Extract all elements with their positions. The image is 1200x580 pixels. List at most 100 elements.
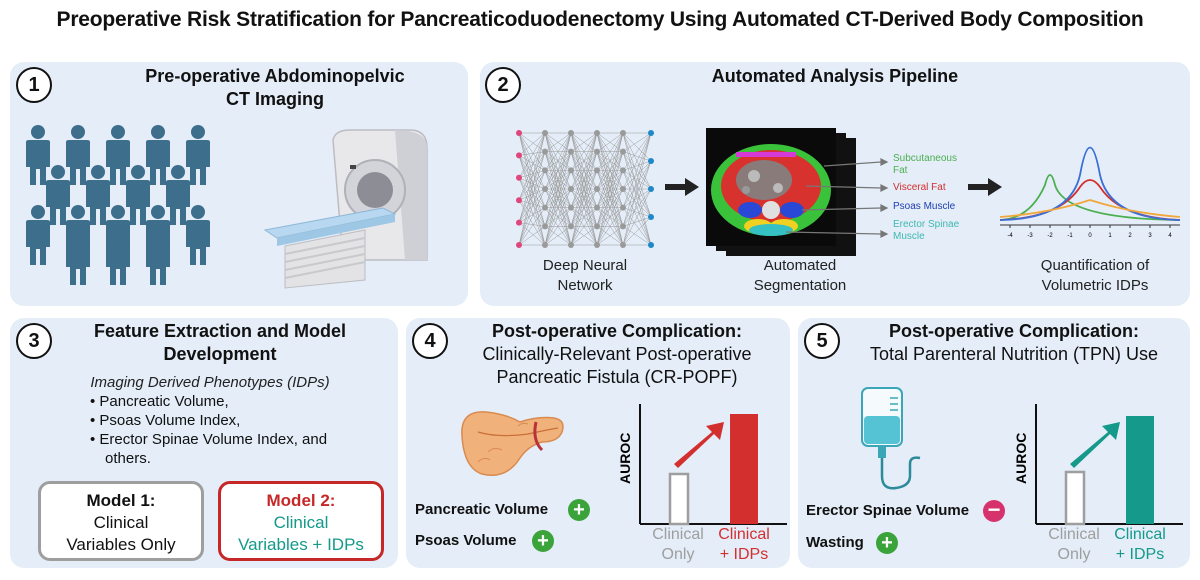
nn-node — [620, 242, 626, 248]
nn-node — [568, 167, 574, 174]
y-axis-label: AUROC — [1013, 433, 1029, 484]
bar2-label-line1: Clinical — [718, 526, 770, 543]
label-subcutaneous-fat-line2: Fat — [893, 165, 908, 176]
nn-node — [620, 148, 626, 155]
bar1-label-line1: Clinical — [652, 526, 704, 543]
patient-group-icon — [26, 125, 210, 285]
bullet-item: • Psoas Volume Index, — [90, 412, 241, 429]
bullet-item: • Erector Spinae Volume Index, and — [90, 431, 328, 448]
plus-icon: + — [568, 499, 590, 521]
pancreas-icon — [461, 411, 564, 476]
step-number-3: 3 — [16, 323, 52, 359]
step-number-5: 5 — [804, 323, 840, 359]
model-2-line2: Clinical — [273, 513, 329, 532]
nn-node — [516, 197, 522, 204]
model-1-title: Model 1: — [86, 491, 156, 510]
panel4-subtitle-line2: Pancreatic Fistula (CR-POPF) — [496, 367, 738, 387]
nn-node — [594, 204, 600, 211]
label-visceral-fat: Visceral Fat — [893, 182, 946, 193]
plus-icon: + — [532, 530, 554, 552]
ct-scanner-icon — [263, 129, 428, 289]
nn-node — [516, 174, 522, 181]
model-2-box: Model 2: Clinical Variables + IDPs — [218, 481, 384, 561]
y-axis-label: AUROC — [617, 433, 633, 484]
nn-node — [648, 158, 654, 164]
feature-psoas-volume: Psoas Volume — [415, 532, 517, 549]
bar2-label-line2: + IDPs — [1115, 546, 1165, 563]
nn-node — [516, 130, 522, 136]
nn-node — [542, 148, 548, 155]
model-1-box: Model 1: Clinical Variables Only — [38, 481, 204, 561]
bar-clinical-plus-idps — [1126, 416, 1154, 524]
segmentation-label-line1: Automated — [763, 257, 837, 274]
bar2-label-line1: Clinical — [1114, 526, 1166, 543]
nn-node — [620, 186, 626, 192]
nn-node — [568, 204, 574, 211]
panel4-subtitle-line1: Clinically-Relevant Post-operative — [482, 344, 752, 364]
idp-bullet-list: • Pancreatic Volume, • Psoas Volume Inde… — [90, 392, 390, 468]
minus-icon: − — [983, 499, 1005, 522]
model-2-line3: Variables + IDPs — [238, 535, 364, 554]
plus-icon: + — [876, 532, 898, 554]
increase-arrow — [674, 422, 724, 468]
iv-bag-icon — [861, 387, 921, 490]
panel5-title: Post-operative Complication: — [888, 321, 1140, 341]
axis-tick-label: 2 — [1128, 233, 1132, 239]
dnn-label-line2: Network — [557, 277, 613, 294]
bullet-item: others. — [105, 450, 151, 467]
nn-node — [620, 204, 626, 211]
nn-node — [594, 242, 600, 248]
nn-node — [542, 130, 548, 136]
axis-tick-label: 1 — [1108, 233, 1112, 239]
quantification-label-line1: Quantification of — [1040, 257, 1150, 274]
panel2-title: Automated Analysis Pipeline — [711, 66, 959, 86]
model-2-title: Model 2: — [266, 491, 336, 510]
nn-node — [516, 242, 522, 248]
figure-title: Preoperative Risk Stratification for Pan… — [56, 8, 1144, 31]
label-erector-spinae-line1: Erector Spinae — [893, 219, 960, 230]
nn-node — [542, 223, 548, 230]
step-number-1: 1 — [16, 67, 52, 103]
neural-network-diagram — [516, 130, 654, 248]
nn-node — [620, 130, 626, 136]
axis-tick-label: -2 — [1047, 233, 1053, 239]
nn-node — [620, 167, 626, 174]
panel5-subtitle: Total Parenteral Nutrition (TPN) Use — [869, 344, 1159, 364]
nn-node — [568, 130, 574, 136]
axis-tick-label: 0 — [1088, 233, 1092, 239]
panel3-title-line2: Development — [163, 344, 277, 364]
ct-segmentation-image — [706, 128, 889, 256]
nn-node — [516, 219, 522, 226]
auroc-chart-tpn: AUROC — [1013, 404, 1183, 526]
idp-heading: Imaging Derived Phenotypes (IDPs) — [90, 374, 330, 391]
panel1-title-line2: CT Imaging — [226, 89, 324, 109]
nn-node — [542, 242, 548, 248]
nn-node — [542, 167, 548, 174]
nn-node — [568, 186, 574, 192]
nn-node — [594, 186, 600, 192]
bar2-label-line2: + IDPs — [719, 546, 769, 563]
nn-node — [594, 130, 600, 136]
panel4-title: Post-operative Complication: — [491, 321, 743, 341]
nn-node — [648, 214, 654, 220]
nn-node — [542, 204, 548, 211]
label-psoas-muscle: Psoas Muscle — [893, 201, 956, 212]
bar-clinical-only — [1064, 470, 1086, 526]
feature-wasting: Wasting — [806, 534, 864, 551]
arrow-right-icon — [665, 178, 699, 196]
step-number-2: 2 — [485, 67, 521, 103]
bar-clinical-plus-idps — [730, 414, 758, 524]
label-subcutaneous-fat-line1: Subcutaneous — [893, 153, 957, 164]
feature-erector-spinae-volume: Erector Spinae Volume — [806, 502, 970, 519]
axis-tick-label: -3 — [1027, 233, 1033, 239]
nn-node — [648, 186, 654, 192]
axis-tick-label: -1 — [1067, 233, 1073, 239]
bullet-item: • Pancreatic Volume, — [90, 393, 229, 410]
panel1-title-line1: Pre-operative Abdominopelvic — [145, 66, 405, 86]
arrow-right-icon — [968, 178, 1002, 196]
nn-node — [594, 167, 600, 174]
bar-clinical-only — [668, 472, 690, 526]
increase-arrow — [1070, 422, 1120, 468]
quantification-label-line2: Volumetric IDPs — [1041, 277, 1149, 294]
